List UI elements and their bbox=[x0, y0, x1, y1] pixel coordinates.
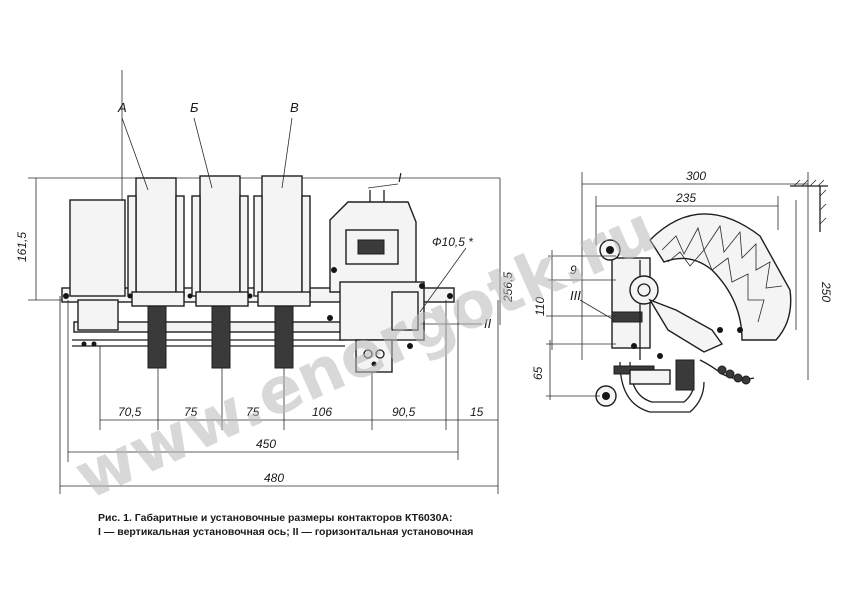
dim-250: 250 bbox=[819, 281, 833, 302]
pole-b bbox=[191, 175, 249, 369]
dim-161-5: 161,5 bbox=[15, 232, 29, 262]
dim-75-a: 75 bbox=[184, 405, 198, 419]
dim-106: 106 bbox=[312, 405, 332, 419]
pole-v bbox=[253, 175, 311, 369]
dim-15: 15 bbox=[470, 405, 484, 419]
front-view bbox=[28, 70, 501, 494]
label-section-b: Б bbox=[190, 100, 199, 115]
label-axis-side-view: III bbox=[570, 288, 581, 303]
dim-70-5: 70,5 bbox=[118, 405, 142, 419]
label-axis-vertical: I bbox=[398, 170, 402, 185]
dim-300: 300 bbox=[686, 169, 706, 183]
pole-a bbox=[127, 177, 185, 369]
caption-line-2: I — вертикальная установочная ось; II — … bbox=[98, 526, 473, 538]
label-section-v: В bbox=[290, 100, 299, 115]
dim-9: 9 bbox=[570, 263, 577, 277]
label-axis-horizontal: II bbox=[484, 316, 492, 331]
dim-75-b: 75 bbox=[246, 405, 260, 419]
dim-450: 450 bbox=[256, 437, 276, 451]
diameter-note: Ф10,5 * bbox=[432, 235, 473, 249]
dim-65: 65 bbox=[531, 366, 545, 380]
dim-480: 480 bbox=[264, 471, 284, 485]
dim-90-5: 90,5 bbox=[392, 405, 416, 419]
side-view bbox=[546, 172, 828, 413]
label-section-a: А bbox=[117, 100, 127, 115]
mechanism bbox=[327, 190, 425, 373]
dim-110: 110 bbox=[533, 297, 547, 316]
caption-line-1: Рис. 1. Габаритные и установочные размер… bbox=[98, 512, 453, 524]
dim-256-5: 256,5 bbox=[501, 272, 515, 303]
dim-235: 235 bbox=[675, 191, 696, 205]
